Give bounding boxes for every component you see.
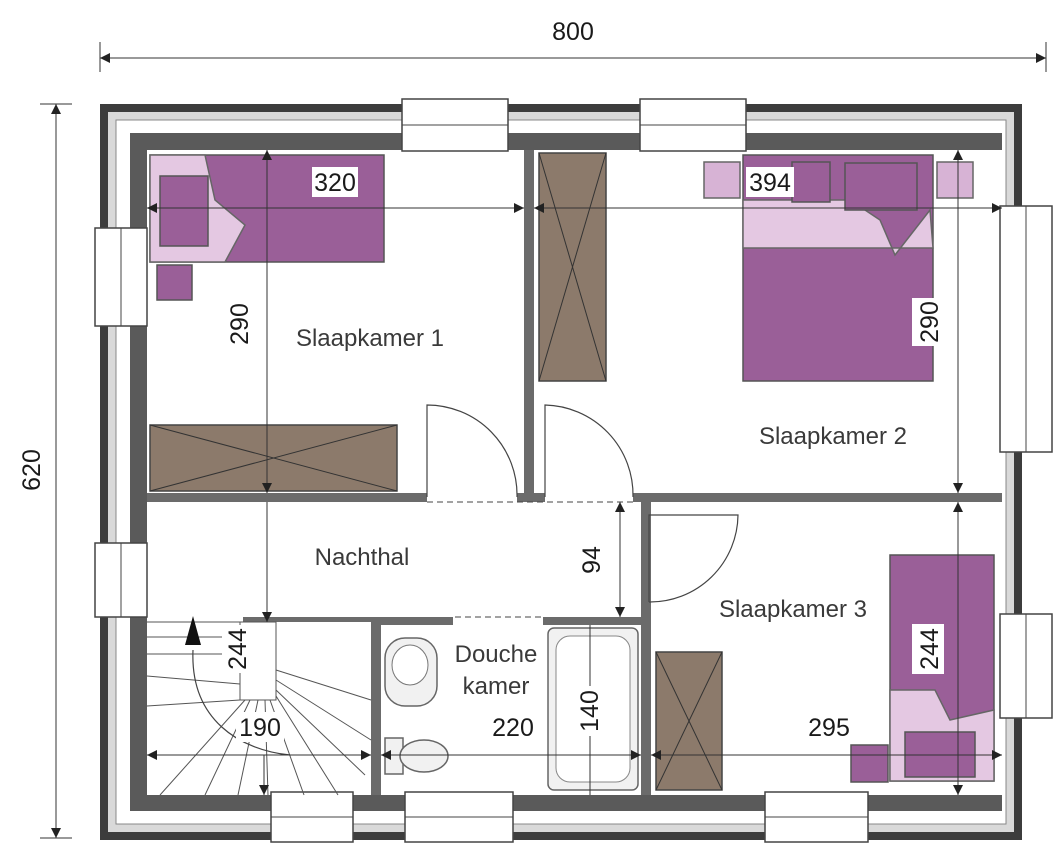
door-slaapkamer3	[648, 514, 739, 603]
wardrobe-slaapkamer1	[149, 424, 398, 492]
stair-direction-arrow	[185, 616, 201, 645]
room-label-nachthal: Nachthal	[315, 544, 410, 571]
room-label-douche-line1: Douche	[455, 641, 538, 668]
room-label-slaapkamer3: Slaapkamer 3	[719, 596, 867, 623]
nightstand-1	[156, 264, 193, 301]
door-slaapkamer1	[426, 404, 518, 498]
dim-nachthal-depth: 94	[578, 546, 606, 574]
dim-slaapkamer2-width: 394	[749, 169, 791, 197]
nightstand-2b	[936, 161, 974, 199]
bed-slaapkamer2	[703, 154, 974, 382]
dim-slaapkamer3-width: 295	[808, 714, 850, 742]
dim-total-width: 800	[552, 18, 594, 46]
wardrobe-hall	[538, 152, 607, 382]
windows	[94, 98, 1053, 843]
doors	[426, 404, 739, 618]
dim-stair-height: 244	[224, 628, 252, 670]
dimension-lines	[40, 42, 1047, 839]
nightstand-3	[850, 744, 889, 783]
dim-slaapkamer1-width: 320	[314, 169, 356, 197]
dim-slaapkamer2-height: 290	[916, 301, 944, 343]
door-slaapkamer2	[544, 404, 634, 498]
dim-douche-depth: 140	[576, 690, 604, 732]
room-label-slaapkamer1: Slaapkamer 1	[296, 325, 444, 352]
dim-slaapkamer3-height: 244	[916, 628, 944, 670]
wardrobe-slaapkamer3	[655, 651, 723, 791]
room-label-douche-line2: kamer	[463, 673, 530, 700]
room-label-slaapkamer2: Slaapkamer 2	[759, 423, 907, 450]
interior-walls	[147, 150, 1002, 795]
dim-stair-width: 190	[239, 714, 281, 742]
dim-douche-width: 220	[492, 714, 534, 742]
dim-slaapkamer1-height: 290	[226, 303, 254, 345]
dim-total-height: 620	[18, 449, 46, 491]
nightstand-2a	[703, 161, 741, 199]
